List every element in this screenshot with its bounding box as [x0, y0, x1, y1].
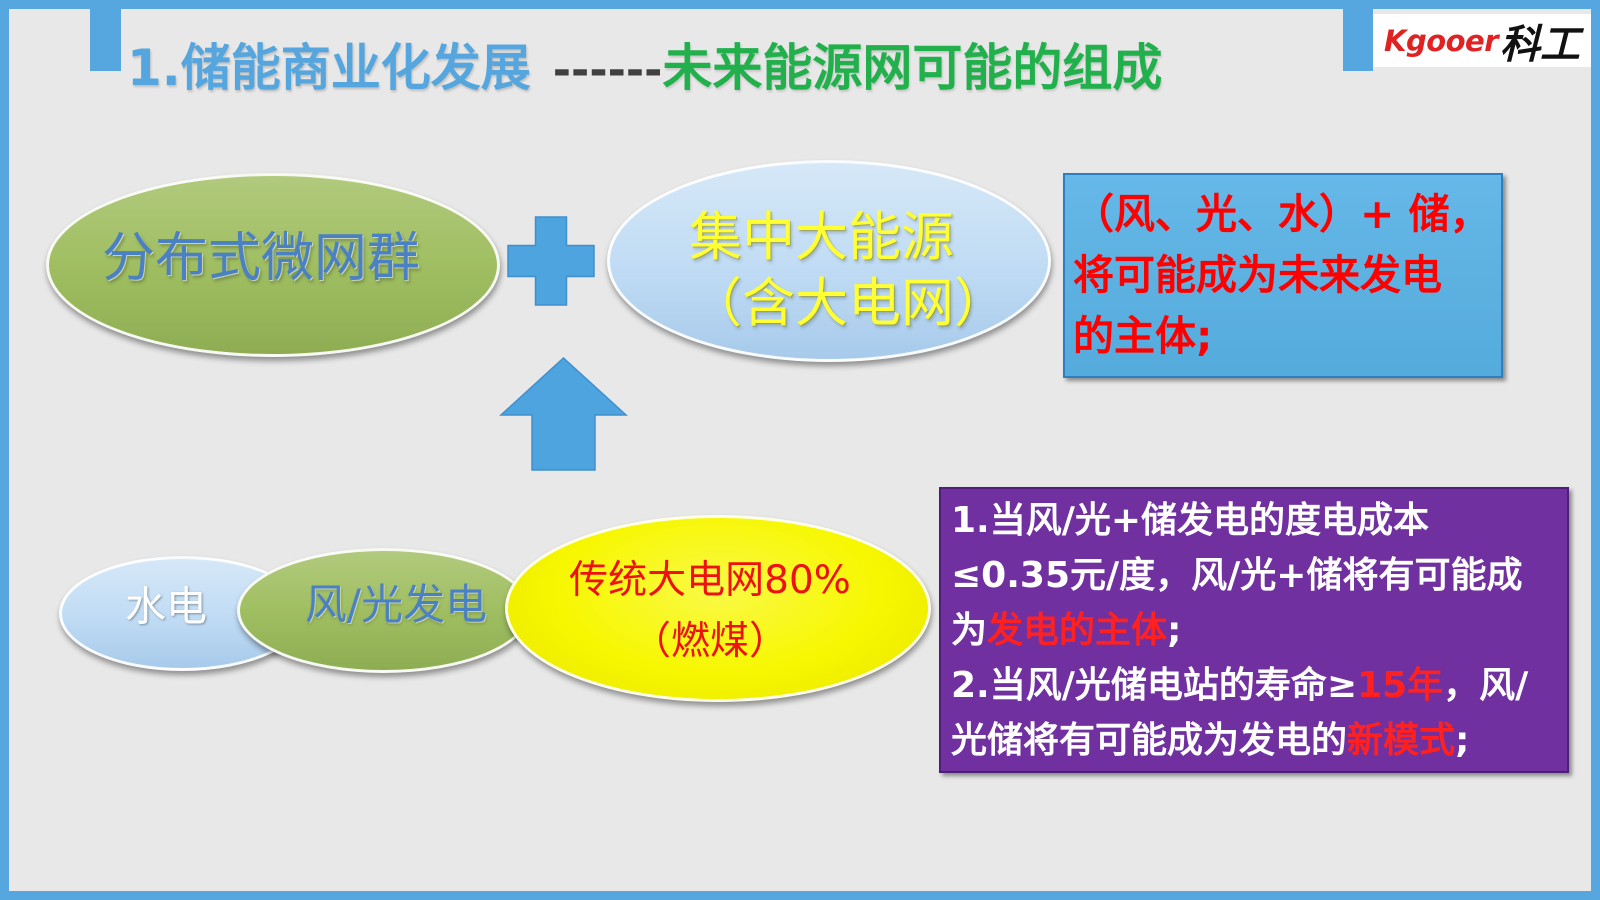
distributed-microgrid-label: 分布式微网群 — [102, 227, 420, 289]
plus-shape — [507, 216, 595, 306]
logo-accent-bar — [1343, 0, 1373, 71]
conditions-notes-box: 1.当风/光+储发电的度电成本 ≤0.35元/度，风/光+储将有可能成 为发电的… — [939, 487, 1569, 773]
notes-line: 2.当风/光储电站的寿命≥15年，风/ — [951, 658, 1559, 713]
traditional-grid-line1: 传统大电网80% — [569, 558, 851, 603]
traditional-grid-ellipse: 传统大电网80% （燃煤） — [505, 515, 931, 702]
callout-line: （风、光、水）+ 储， — [1073, 190, 1491, 238]
notes-segment: 1.当风/光+储发电的度电成本 — [951, 500, 1430, 541]
callout-line: 将可能成为未来发电 — [1073, 251, 1442, 299]
distributed-microgrid-ellipse: 分布式微网群 — [46, 173, 500, 357]
title-separator: ------ — [552, 45, 663, 96]
centralized-energy-line1: 集中大能源 — [689, 207, 954, 268]
notes-segment-highlight: 15年 — [1357, 665, 1444, 706]
notes-segment: ≤0.35元/度，风/光+储将有可能成 — [951, 555, 1523, 596]
hydro-ellipse: 水电 — [59, 556, 306, 671]
wind-solar-label: 风/光发电 — [304, 580, 488, 629]
arrow-up-icon — [499, 356, 628, 471]
notes-segment: 为 — [951, 610, 988, 651]
centralized-energy-line2: （含大电网） — [689, 273, 1007, 334]
notes-segment-highlight: 发电的主体 — [987, 610, 1168, 651]
traditional-grid-label: 传统大电网80% （燃煤） — [569, 550, 851, 672]
notes-segment-highlight: 新模式 — [1347, 720, 1456, 761]
traditional-grid-line2: （燃煤） — [631, 619, 788, 664]
notes-line: 光储将有可能成为发电的新模式; — [951, 713, 1559, 768]
notes-segment: ; — [1167, 610, 1182, 651]
wind-solar-ellipse: 风/光发电 — [237, 548, 531, 673]
plus-icon — [507, 216, 595, 306]
notes-segment: 光储将有可能成为发电的 — [951, 720, 1348, 761]
title-subtitle: 未来能源网可能的组成 — [662, 39, 1163, 97]
arrow-up-shape — [499, 356, 628, 471]
centralized-energy-ellipse: 集中大能源 （含大电网） — [607, 160, 1051, 362]
title-main: 1.储能商业化发展 — [127, 39, 531, 97]
notes-segment: ; — [1455, 720, 1470, 761]
notes-segment: 2.当风/光储电站的寿命≥ — [951, 665, 1358, 706]
notes-line: 为发电的主体; — [951, 603, 1559, 658]
logo-suffix: 科工 — [1500, 21, 1581, 68]
notes-segment: ，风/ — [1443, 665, 1529, 706]
hydro-label: 水电 — [125, 582, 207, 631]
centralized-energy-label: 集中大能源 （含大电网） — [689, 205, 1007, 337]
title-accent-bar — [90, 0, 121, 71]
callout-line: 的主体; — [1073, 312, 1213, 360]
future-generation-callout: （风、光、水）+ 储， 将可能成为未来发电 的主体; — [1063, 173, 1503, 378]
page-title: 1.储能商业化发展 ------未来能源网可能的组成 — [127, 36, 1162, 103]
notes-line: ≤0.35元/度，风/光+储将有可能成 — [951, 548, 1559, 603]
notes-line: 1.当风/光+储发电的度电成本 — [951, 493, 1559, 548]
logo-wordmark: Kgooer — [1383, 23, 1499, 58]
